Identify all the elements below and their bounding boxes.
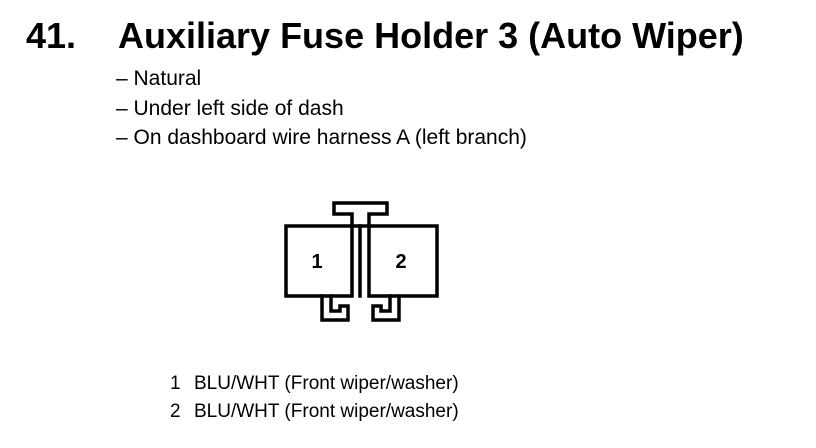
- wire-pin-number: 1: [170, 373, 181, 394]
- pin-label-1: 1: [311, 251, 322, 273]
- wire-entry: 2 BLU/WHT (Front wiper/washer): [170, 398, 459, 426]
- item-number: 41.: [26, 15, 77, 56]
- wire-description: BLU/WHT (Front wiper/washer): [194, 373, 459, 394]
- pin-label-2: 2: [395, 251, 406, 273]
- detail-harness: – On dashboard wire harness A (left bran…: [116, 126, 527, 149]
- connector-latch-right: [371, 294, 401, 322]
- wire-description: BLU/WHT (Front wiper/washer): [194, 401, 459, 422]
- connector-latch-left: [320, 294, 350, 322]
- connector-cavity-left: [284, 224, 354, 298]
- detail-location: – Under left side of dash: [116, 96, 344, 120]
- wire-entry: 1 BLU/WHT (Front wiper/washer): [170, 370, 459, 398]
- location-details: – Natural – Under left side of dash – On…: [116, 64, 527, 153]
- page-title: Auxiliary Fuse Holder 3 (Auto Wiper): [118, 15, 744, 56]
- wire-pin-number: 2: [170, 401, 181, 422]
- detail-color: – Natural: [116, 67, 202, 90]
- connector-top-key: [332, 201, 389, 228]
- connector-cavity-right: [367, 224, 439, 298]
